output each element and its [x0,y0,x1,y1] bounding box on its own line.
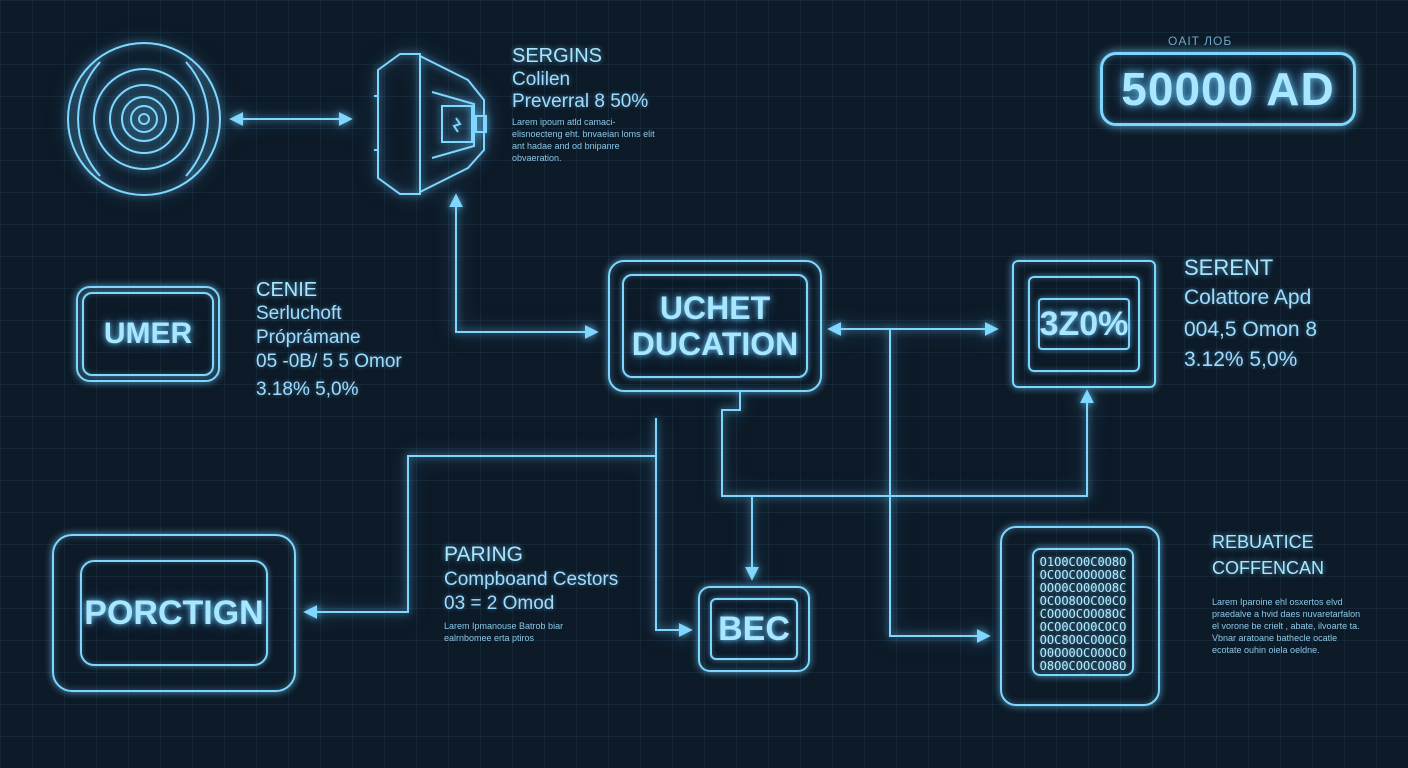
serent-line3: 3.12% 5,0% [1184,348,1298,371]
rebuatice-title: REBUATICE [1212,532,1314,552]
cenie-line3: 05 -0B/ 5 5 Omor [256,351,402,372]
connector-center-bec-left [655,456,693,637]
paring-title: PARING [444,543,523,566]
uchet-ducation-node[interactable]: UCHET DUCATION [608,260,822,392]
sergins-line2: Preverral 8 50% [512,91,649,112]
connector-device-center [449,193,599,339]
cenie-line1: Serluchoft [256,303,342,324]
cenie-line2: Próprámane [256,327,361,348]
counter-display: 50000 AD [1100,52,1356,126]
porctign-label: PORCTIGN [80,560,268,666]
rebuatice-node[interactable] [1000,526,1160,706]
device-icon [374,53,487,195]
sergins-title: SERGINS [512,45,603,67]
connector-center-serent-bottom [722,389,1094,497]
bec-label: BEC [710,598,798,660]
counter-tag: OAIT ЛОБ [1168,34,1233,48]
rebuatice-body: Larem Iparoine ehl osxertos elvd praedal… [1212,597,1361,655]
uchet-ducation-frame: UCHET DUCATION [622,274,808,378]
ducation-label: DUCATION [631,326,799,362]
sensor-icon [67,42,221,196]
sergins-body: Larem ipoum atld camaci- elisnoecteng eh… [512,117,655,163]
serent-value: 3Z0% [1038,298,1130,350]
paring-body: Larem Ipmanouse Batrob biar ealrnbomee e… [444,621,564,643]
uchet-label: UCHET [659,290,771,326]
serent-line1: Colattore Apd [1184,286,1312,309]
data-matrix-icon: O1O0CO0C0O8OOCOOCOOOOO8COOO0CO00OO8COCOO… [1032,548,1134,676]
sergins-line1: Colilen [512,69,571,90]
serent-node[interactable]: 3Z0% [1012,260,1156,388]
paring-line1: Compboand Cestors [444,569,619,590]
umer-node[interactable]: UMER [76,286,220,382]
bec-node[interactable]: BEC [698,586,810,672]
cenie-line4: 3.18% 5,0% [256,379,359,400]
cenie-title: CENIE [256,279,318,301]
porctign-node[interactable]: PORCTIGN [52,534,296,692]
umer-label: UMER [82,292,214,376]
serent-line2: 004,5 Omon 8 [1184,318,1318,341]
coffencan-title: COFFENCAN [1212,558,1324,578]
serent-frame: 3Z0% [1028,276,1140,372]
serent-title: SERENT [1184,255,1274,280]
connector-center-bec [721,392,759,581]
connector-right-rebuatice [889,329,991,643]
connector-center-porctign [303,418,657,619]
paring-line2: 03 = 2 Omod [444,593,555,614]
